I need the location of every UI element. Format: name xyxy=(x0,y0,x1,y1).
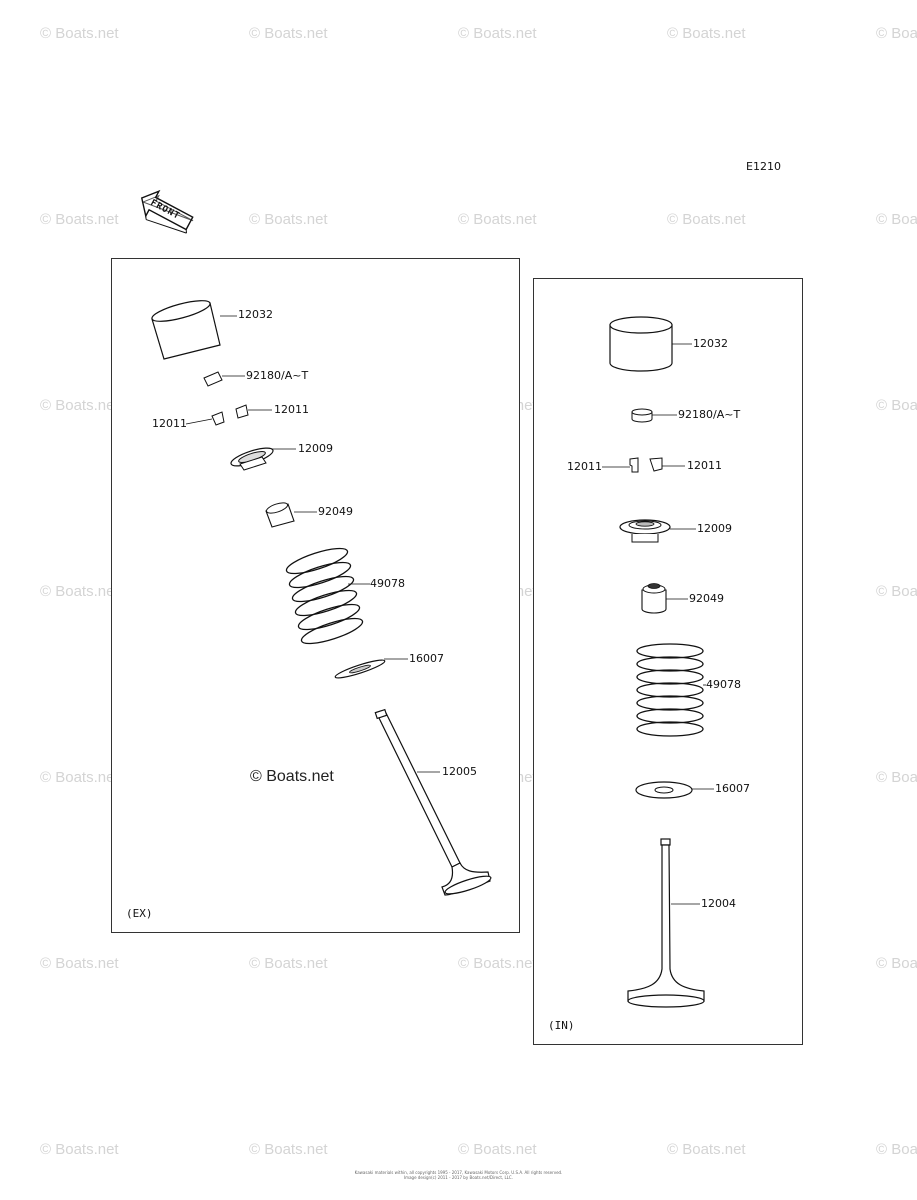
watermark: © Boats.net xyxy=(40,397,119,414)
watermark: © Boats.net xyxy=(458,211,537,228)
in-label-keeper-right: 12011 xyxy=(687,459,722,472)
ex-panel: 12032 92180/A~T 12011 12011 12009 92049 … xyxy=(111,258,520,933)
ex-parts-drawing xyxy=(151,300,492,896)
in-label-keeper-left: 12011 xyxy=(567,460,602,473)
watermark: © Boats.net xyxy=(458,25,537,42)
footer-copyright: Kawasaki materials within, all copyright… xyxy=(0,1170,917,1180)
diagram-code: E1210 xyxy=(746,160,781,173)
ex-label-spring: 49078 xyxy=(370,577,405,590)
watermark: © Boats.net xyxy=(249,211,328,228)
watermark: © Boats.net xyxy=(40,25,119,42)
watermark: © Boats.net xyxy=(876,25,917,42)
in-label-retainer: 12009 xyxy=(697,522,732,535)
in-parts-drawing xyxy=(602,316,714,1008)
watermark: © Boats.net xyxy=(876,211,917,228)
ex-label-seat: 16007 xyxy=(409,652,444,665)
watermark: © Boats.net xyxy=(876,583,917,600)
watermark: © Boats.net xyxy=(40,1141,119,1158)
watermark: © Boats.net xyxy=(40,769,119,786)
ex-label-keeper-right: 12011 xyxy=(274,403,309,416)
watermark: © Boats.net xyxy=(40,583,119,600)
in-label-seal: 92049 xyxy=(689,592,724,605)
ex-label-valve: 12005 xyxy=(442,765,477,778)
watermark: © Boats.net xyxy=(458,955,537,972)
footer-line-1: Kawasaki materials within, all copyright… xyxy=(354,1170,563,1175)
watermark: © Boats.net xyxy=(667,25,746,42)
watermark: © Boats.net xyxy=(40,955,119,972)
watermark: © Boats.net xyxy=(667,1141,746,1158)
in-label-cap: 12032 xyxy=(693,337,728,350)
ex-label-cap: 12032 xyxy=(238,308,273,321)
watermark: © Boats.net xyxy=(876,1141,917,1158)
ex-cap-part xyxy=(151,300,221,360)
watermark: © Boats.net xyxy=(876,397,917,414)
watermark: © Boats.net xyxy=(458,1141,537,1158)
watermark: © Boats.net xyxy=(876,955,917,972)
watermark: © Boats.net xyxy=(249,955,328,972)
center-watermark: © Boats.net xyxy=(250,768,334,785)
in-label-shim: 92180/A~T xyxy=(678,408,741,421)
in-caption: (IN) xyxy=(548,1019,575,1032)
ex-label-seal: 92049 xyxy=(318,505,353,518)
watermark: © Boats.net xyxy=(40,211,119,228)
watermark: © Boats.net xyxy=(249,1141,328,1158)
ex-label-keeper-left: 12011 xyxy=(152,417,187,430)
watermark: © Boats.net xyxy=(249,25,328,42)
watermark: © Boats.net xyxy=(876,769,917,786)
in-panel: 12032 92180/A~T 12011 12011 12009 92049 … xyxy=(533,278,803,1045)
front-arrow-icon: FRONT xyxy=(136,183,196,241)
ex-label-retainer: 12009 xyxy=(298,442,333,455)
in-label-seat: 16007 xyxy=(715,782,750,795)
ex-caption: (EX) xyxy=(126,907,153,920)
watermark: © Boats.net xyxy=(667,211,746,228)
footer-line-2: Image design(c) 2011 - 2017 by Boats.net… xyxy=(404,1175,513,1180)
in-label-valve: 12004 xyxy=(701,897,736,910)
ex-label-shim: 92180/A~T xyxy=(246,369,309,382)
in-label-spring: 49078 xyxy=(706,678,741,691)
